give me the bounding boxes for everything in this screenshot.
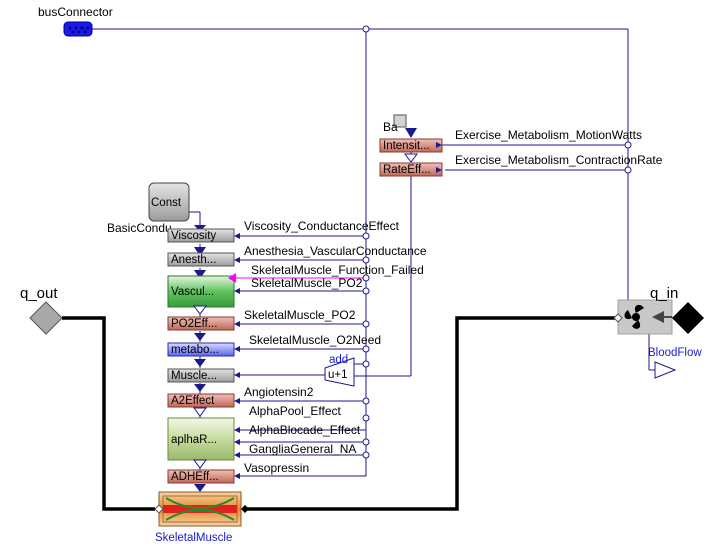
adh-in-arrow-icon xyxy=(193,459,207,469)
po2-in-arrow-icon xyxy=(193,305,207,315)
viscosity-block[interactable] xyxy=(167,228,235,243)
signal-alphapool: AlphaPool_Effect xyxy=(249,404,342,418)
failed-arrow-icon xyxy=(228,273,236,283)
viscosity-block-label: Viscosity xyxy=(171,230,216,242)
bloodflow-left-port xyxy=(613,313,623,323)
bus-junctions xyxy=(362,25,632,459)
basic-conductance-label: BasicCondu xyxy=(107,221,172,235)
signal-vasopressin: Vasopressin xyxy=(244,461,309,475)
ba-arrow-icon xyxy=(405,128,417,138)
skeletal-left-port xyxy=(154,504,164,514)
add-block[interactable] xyxy=(324,357,355,387)
anesth-block-label: Anesth... xyxy=(171,254,216,266)
const-block[interactable] xyxy=(148,182,190,222)
aplhar-block[interactable] xyxy=(167,417,235,461)
muscle-block-label: Muscle... xyxy=(171,370,217,382)
metabo-in-arrow-icon xyxy=(194,333,206,341)
signal-exercise-rate: Exercise_Metabolism_ContractionRate xyxy=(455,153,663,167)
q-in-label: q_in xyxy=(650,285,678,302)
intensity-block-label: Intensit... xyxy=(383,140,430,152)
muscle-in-arrow-icon xyxy=(194,359,206,367)
signal-viscosity: Viscosity_ConductanceEffect xyxy=(244,219,400,233)
bloodflow-output-icon xyxy=(654,361,677,379)
skeletal-in-arrow-icon xyxy=(194,484,206,492)
fan-icon xyxy=(624,304,644,329)
signal-po2-a: SkeletalMuscle_PO2 xyxy=(251,276,363,290)
a2effect-block-label: A2Effect xyxy=(171,395,215,407)
vascul-block-label: Vascul... xyxy=(171,286,214,298)
signal-exercise-watts: Exercise_Metabolism_MotionWatts xyxy=(455,128,642,142)
skeletal-right-port xyxy=(241,505,249,513)
rate-block-label: RateEff... xyxy=(383,164,431,176)
signal-alphablocade: AlphaBlocade_Effect xyxy=(249,423,361,437)
anesth-block[interactable] xyxy=(167,252,235,267)
bus-connector-icon[interactable] xyxy=(63,21,93,37)
metabo-block-label: metabo... xyxy=(171,344,219,356)
q-out-label: q_out xyxy=(20,285,58,302)
add-block-label: add xyxy=(329,354,348,366)
block-input-arrows xyxy=(234,233,240,479)
signal-ganglia: GangliaGeneral_NA xyxy=(249,442,356,456)
rate-block[interactable] xyxy=(379,162,443,177)
anesth-in-arrow-icon xyxy=(194,247,206,256)
adheff-block[interactable] xyxy=(167,469,235,484)
conductance-icon xyxy=(165,497,235,521)
signal-labels: Viscosity_ConductanceEffect Anesthesia_V… xyxy=(244,219,427,475)
watts-arrow-icon xyxy=(436,142,442,148)
flow-arrow-icon xyxy=(652,311,664,323)
bus-connector-label: busConnector xyxy=(38,5,113,19)
bloodflow-label: BloodFlow xyxy=(648,347,702,359)
add-block-formula: u+1 xyxy=(328,369,348,381)
block-chain: Viscosity Anesth... Vascul... PO2Eff... … xyxy=(167,225,236,492)
q-in-port[interactable] xyxy=(672,302,704,334)
q-out-port[interactable] xyxy=(29,301,63,335)
aplhar-block-label: aplhaR... xyxy=(171,434,217,446)
metabo-block[interactable] xyxy=(167,342,235,357)
vascul-in-arrow-icon xyxy=(194,270,206,279)
fluid-connections xyxy=(62,316,618,511)
adheff-block-label: ADHEff... xyxy=(171,471,219,483)
signal-o2need: SkeletalMuscle_O2Need xyxy=(249,333,381,347)
vascul-block[interactable] xyxy=(167,275,235,308)
const-block-label: Const xyxy=(151,197,182,209)
muscle-block[interactable] xyxy=(167,368,235,383)
skeletal-muscle-label: SkeletalMuscle xyxy=(155,532,232,544)
ba-label: Ba xyxy=(383,120,398,134)
a2-in-arrow-icon xyxy=(194,384,206,392)
rate-arrow-icon xyxy=(436,167,442,173)
signal-function-failed: SkeletalMuscle_Function_Failed xyxy=(251,263,424,277)
ba-block[interactable] xyxy=(393,114,407,128)
a2effect-block[interactable] xyxy=(167,393,235,408)
intensity-arrow-icon xyxy=(404,153,418,163)
po2eff-block[interactable] xyxy=(167,316,235,331)
signal-po2-b: SkeletalMuscle_PO2 xyxy=(244,308,356,322)
signal-anesthesia: Anesthesia_VascularConductance xyxy=(244,244,427,258)
intensity-block[interactable] xyxy=(379,138,443,153)
signal-angiotensin: Angiotensin2 xyxy=(244,385,314,399)
bus-wires xyxy=(92,28,655,492)
po2eff-block-label: PO2Eff... xyxy=(171,318,217,330)
aplhar-in-arrow-icon xyxy=(193,407,207,417)
